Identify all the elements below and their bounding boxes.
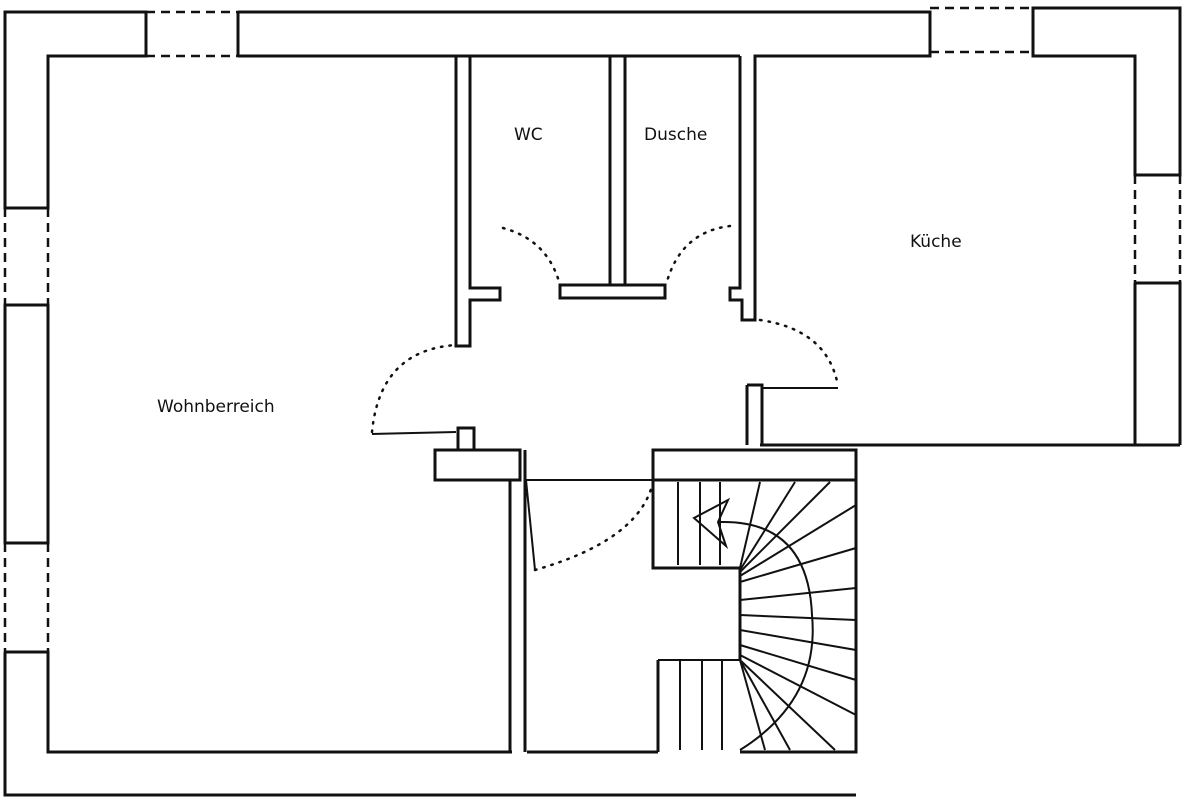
room-label-kueche: Küche [910,232,962,252]
room-label-wc: WC [514,125,543,145]
door-swings [370,224,840,572]
room-label-wohnbereich: Wohnberreich [157,397,275,417]
room-labels: WC Dusche Küche Wohnberreich [157,125,962,417]
staircase [677,481,857,751]
windows [3,6,1182,652]
room-label-dusche: Dusche [644,125,707,145]
interior-walls [371,56,858,752]
